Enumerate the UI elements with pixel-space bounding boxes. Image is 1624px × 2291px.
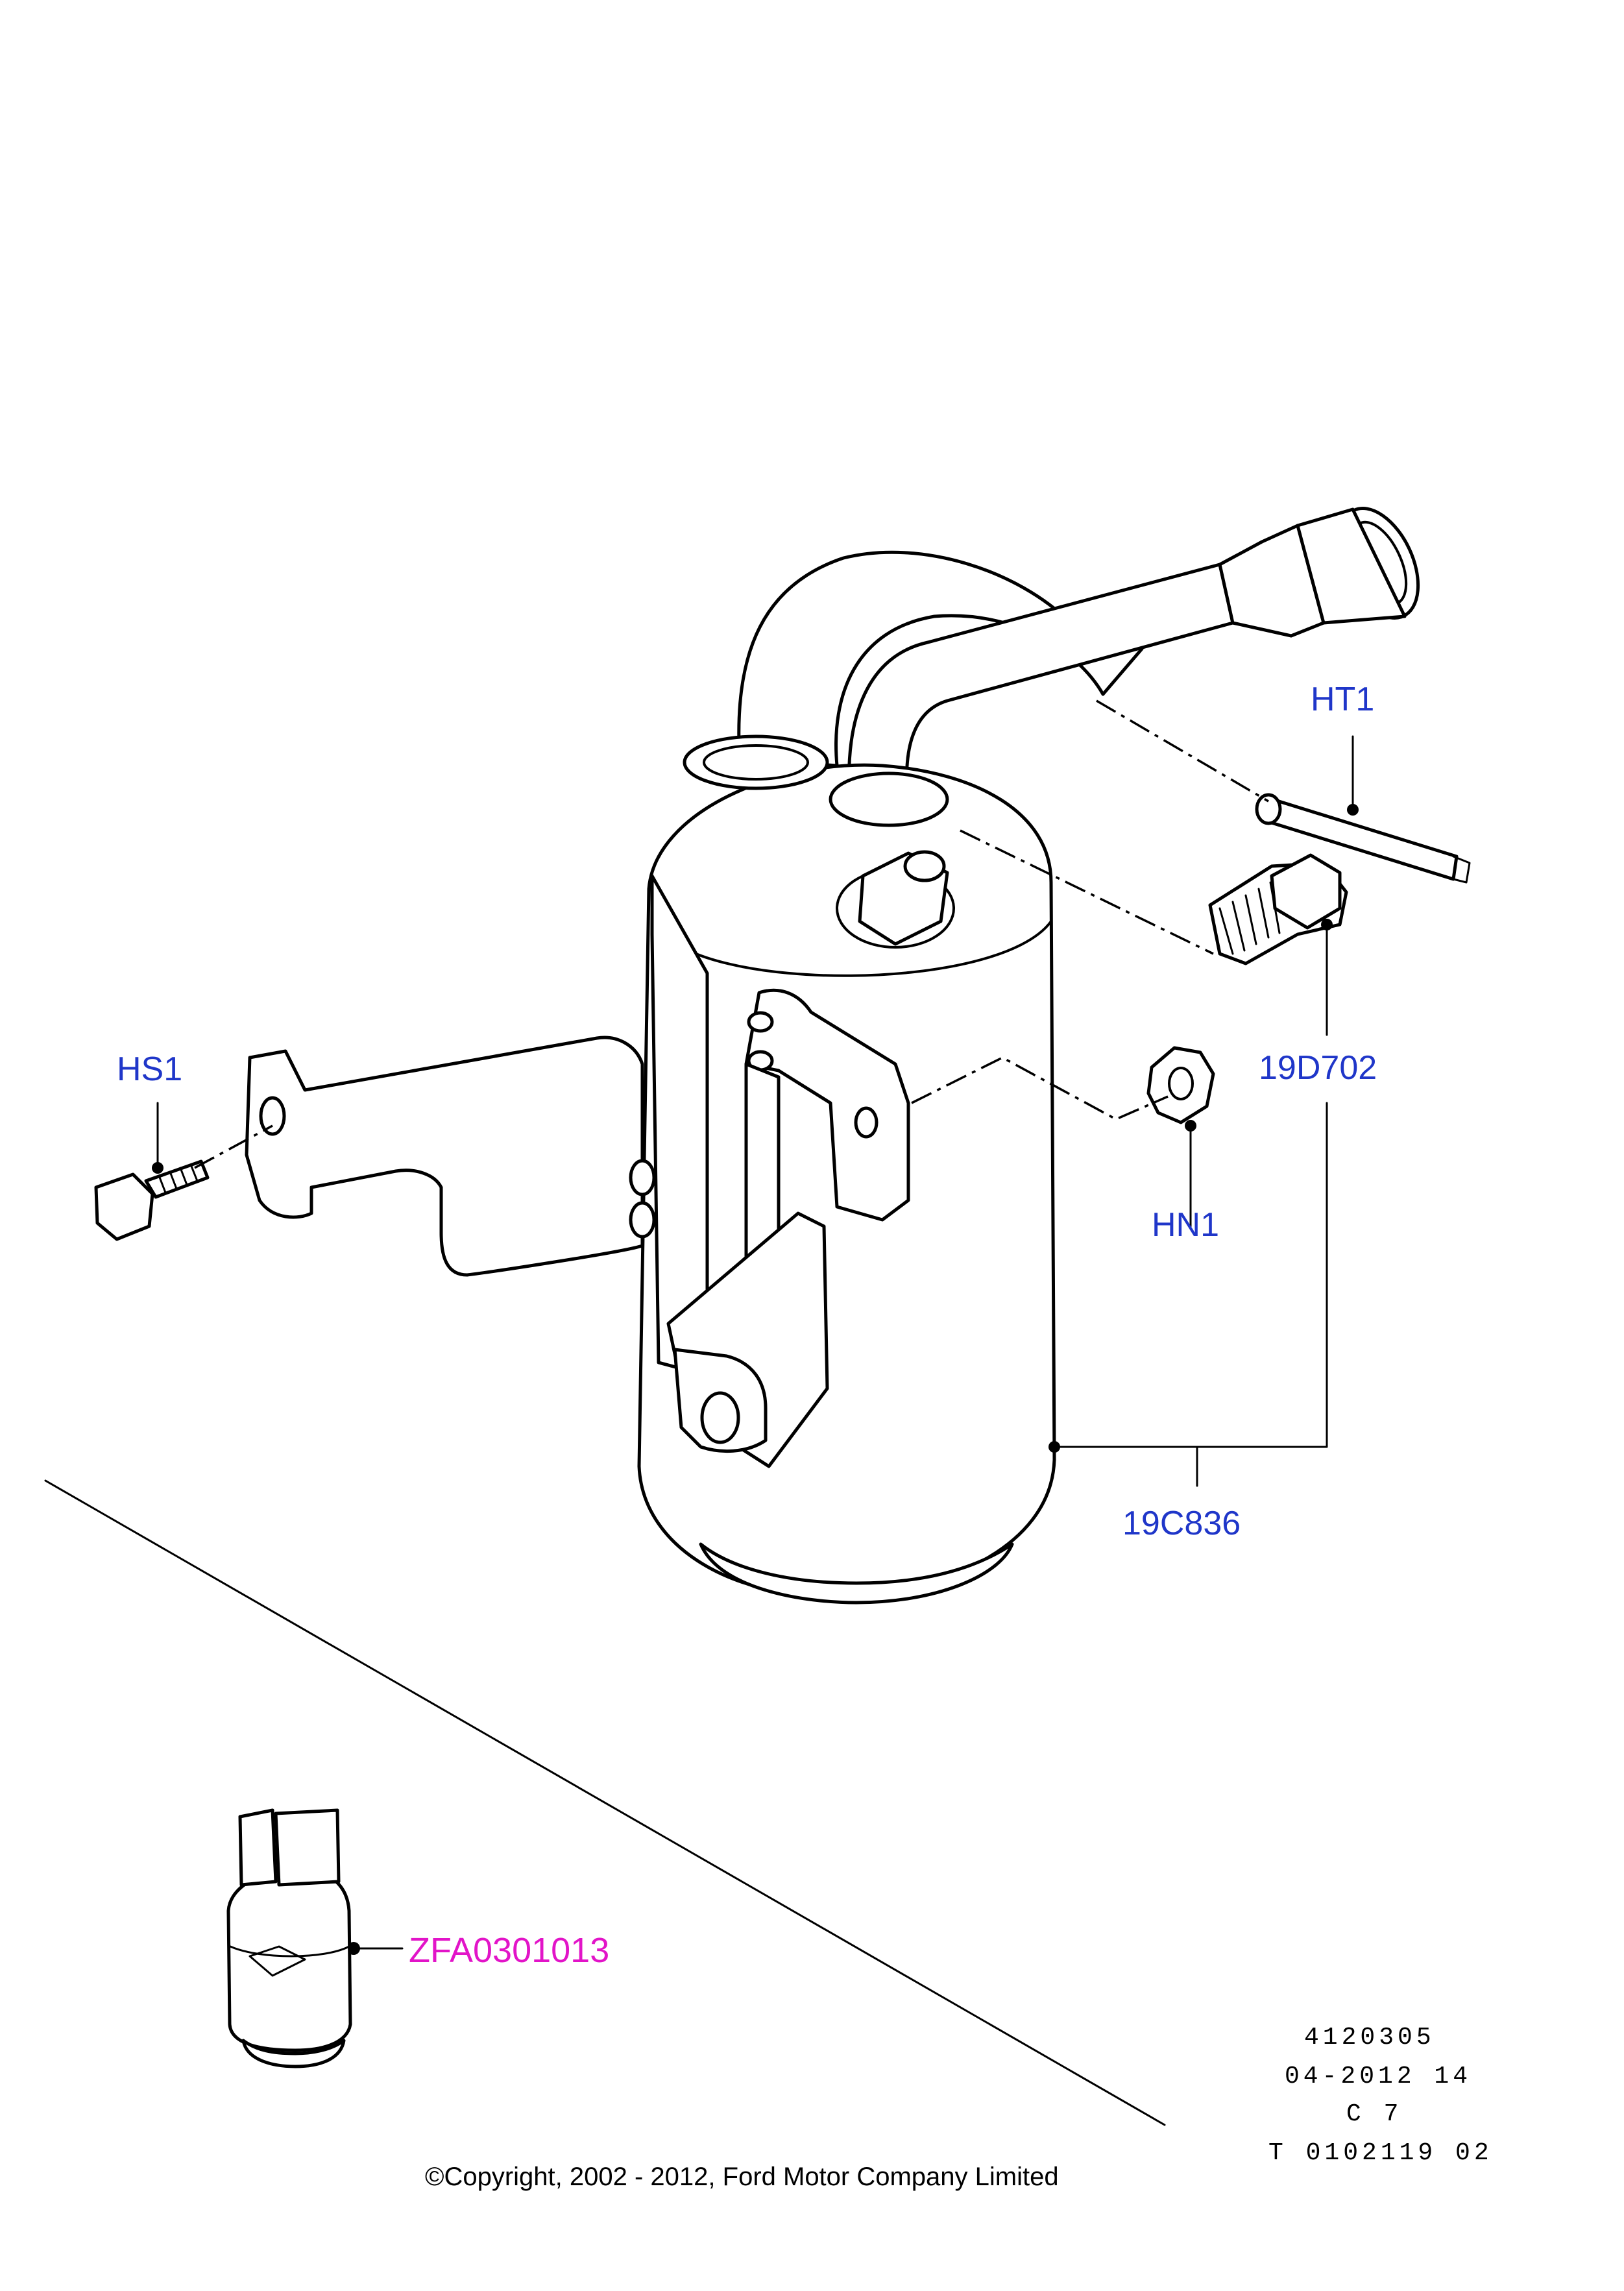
19d702-valve-cap-part: [1208, 853, 1348, 965]
copyright-text: ©Copyright, 2002 - 2012, Ford Motor Comp…: [425, 2163, 1059, 2191]
callout-19d702[interactable]: 19D702: [1259, 1049, 1377, 1087]
assembly-line-hs1: [194, 1124, 273, 1169]
reference-line-3: C 7: [1346, 2100, 1402, 2128]
callout-hs1[interactable]: HS1: [117, 1050, 182, 1088]
callout-19c836[interactable]: 19C836: [1122, 1505, 1241, 1542]
callout-zfa0301013[interactable]: ZFA0301013: [409, 1931, 609, 1970]
hn1-nut-part: [1146, 1046, 1215, 1124]
reference-line-1: 4120305: [1304, 2024, 1435, 2052]
assembly-line-ht1: [1096, 699, 1269, 803]
receiver-drier-assembly: [245, 507, 1420, 1605]
hs1-bolt-part: [94, 1159, 210, 1241]
zfa-thumbnail-part: [226, 1808, 352, 2068]
reference-line-2: 04-2012 14: [1285, 2063, 1472, 2091]
callout-ht1[interactable]: HT1: [1311, 681, 1374, 718]
callout-hn1[interactable]: HN1: [1152, 1206, 1219, 1244]
ground-line: [44, 1479, 1166, 2126]
ht1-pipe-part: [1255, 793, 1471, 884]
reference-line-4: T 0102119 02: [1268, 2139, 1493, 2167]
assembly-line-19d702: [960, 829, 1214, 955]
assembly-line-hn1: [911, 1056, 1169, 1121]
